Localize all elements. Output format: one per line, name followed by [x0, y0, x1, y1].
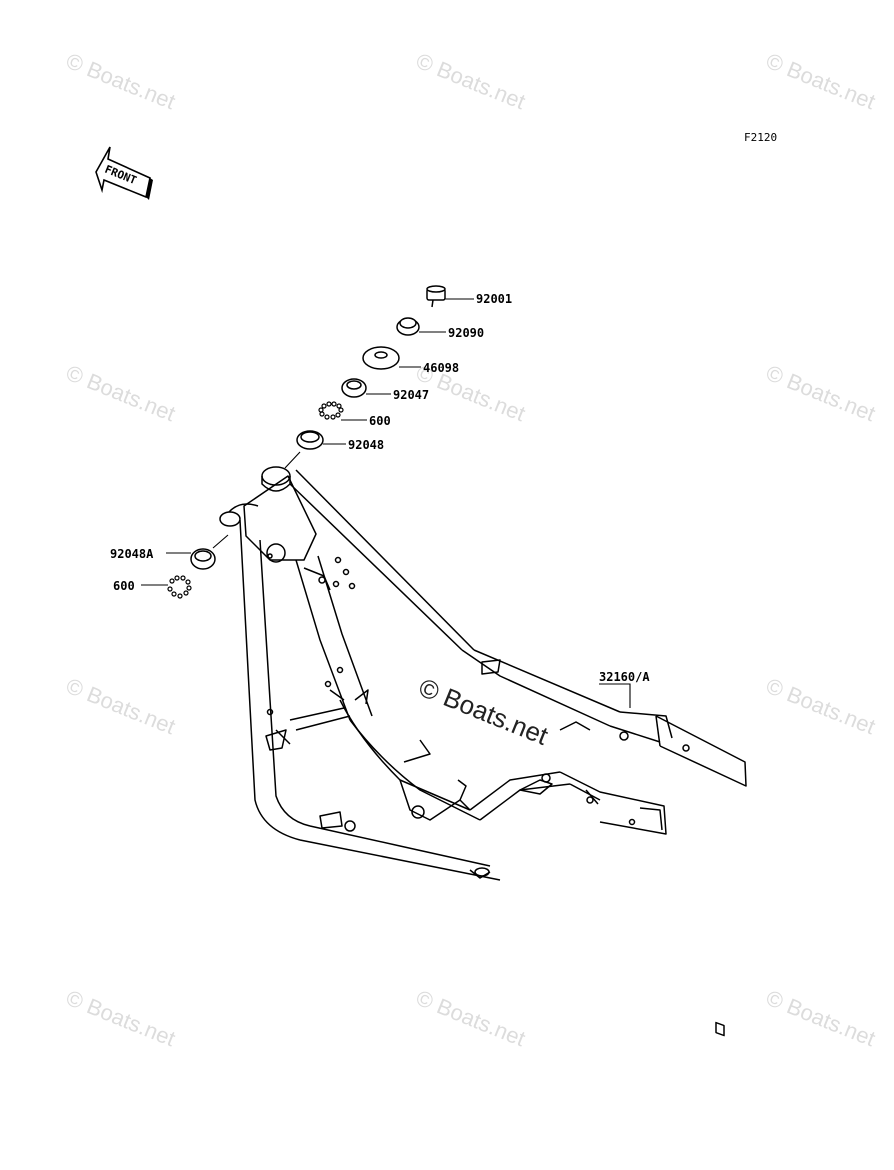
label-32160A[interactable]: 32160/A [599, 670, 650, 684]
label-92001[interactable]: 92001 [476, 292, 512, 306]
washer-46098[interactable] [362, 346, 400, 370]
label-92048[interactable]: 92048 [348, 438, 384, 452]
label-92048A[interactable]: 92048A [110, 547, 154, 561]
figure-code: F2120 [744, 131, 778, 144]
stem-nut-92001[interactable] [426, 285, 446, 308]
race-92048A[interactable] [190, 548, 216, 570]
label-92090[interactable]: 92090 [448, 326, 484, 340]
label-46098[interactable]: 46098 [423, 361, 459, 375]
label-600-lower[interactable]: 600 [113, 579, 135, 593]
front-arrow-icon: FRONT [95, 146, 153, 200]
steel-ball-ring-600-lower[interactable] [167, 575, 192, 599]
nut-92090[interactable] [396, 317, 420, 336]
steel-ball-ring-600[interactable] [318, 401, 344, 420]
race-92048[interactable] [296, 430, 324, 450]
label-92047[interactable]: 92047 [393, 388, 429, 402]
frame-32160[interactable] [219, 466, 747, 1037]
label-600[interactable]: 600 [369, 414, 391, 428]
seal-92047[interactable] [341, 378, 367, 398]
